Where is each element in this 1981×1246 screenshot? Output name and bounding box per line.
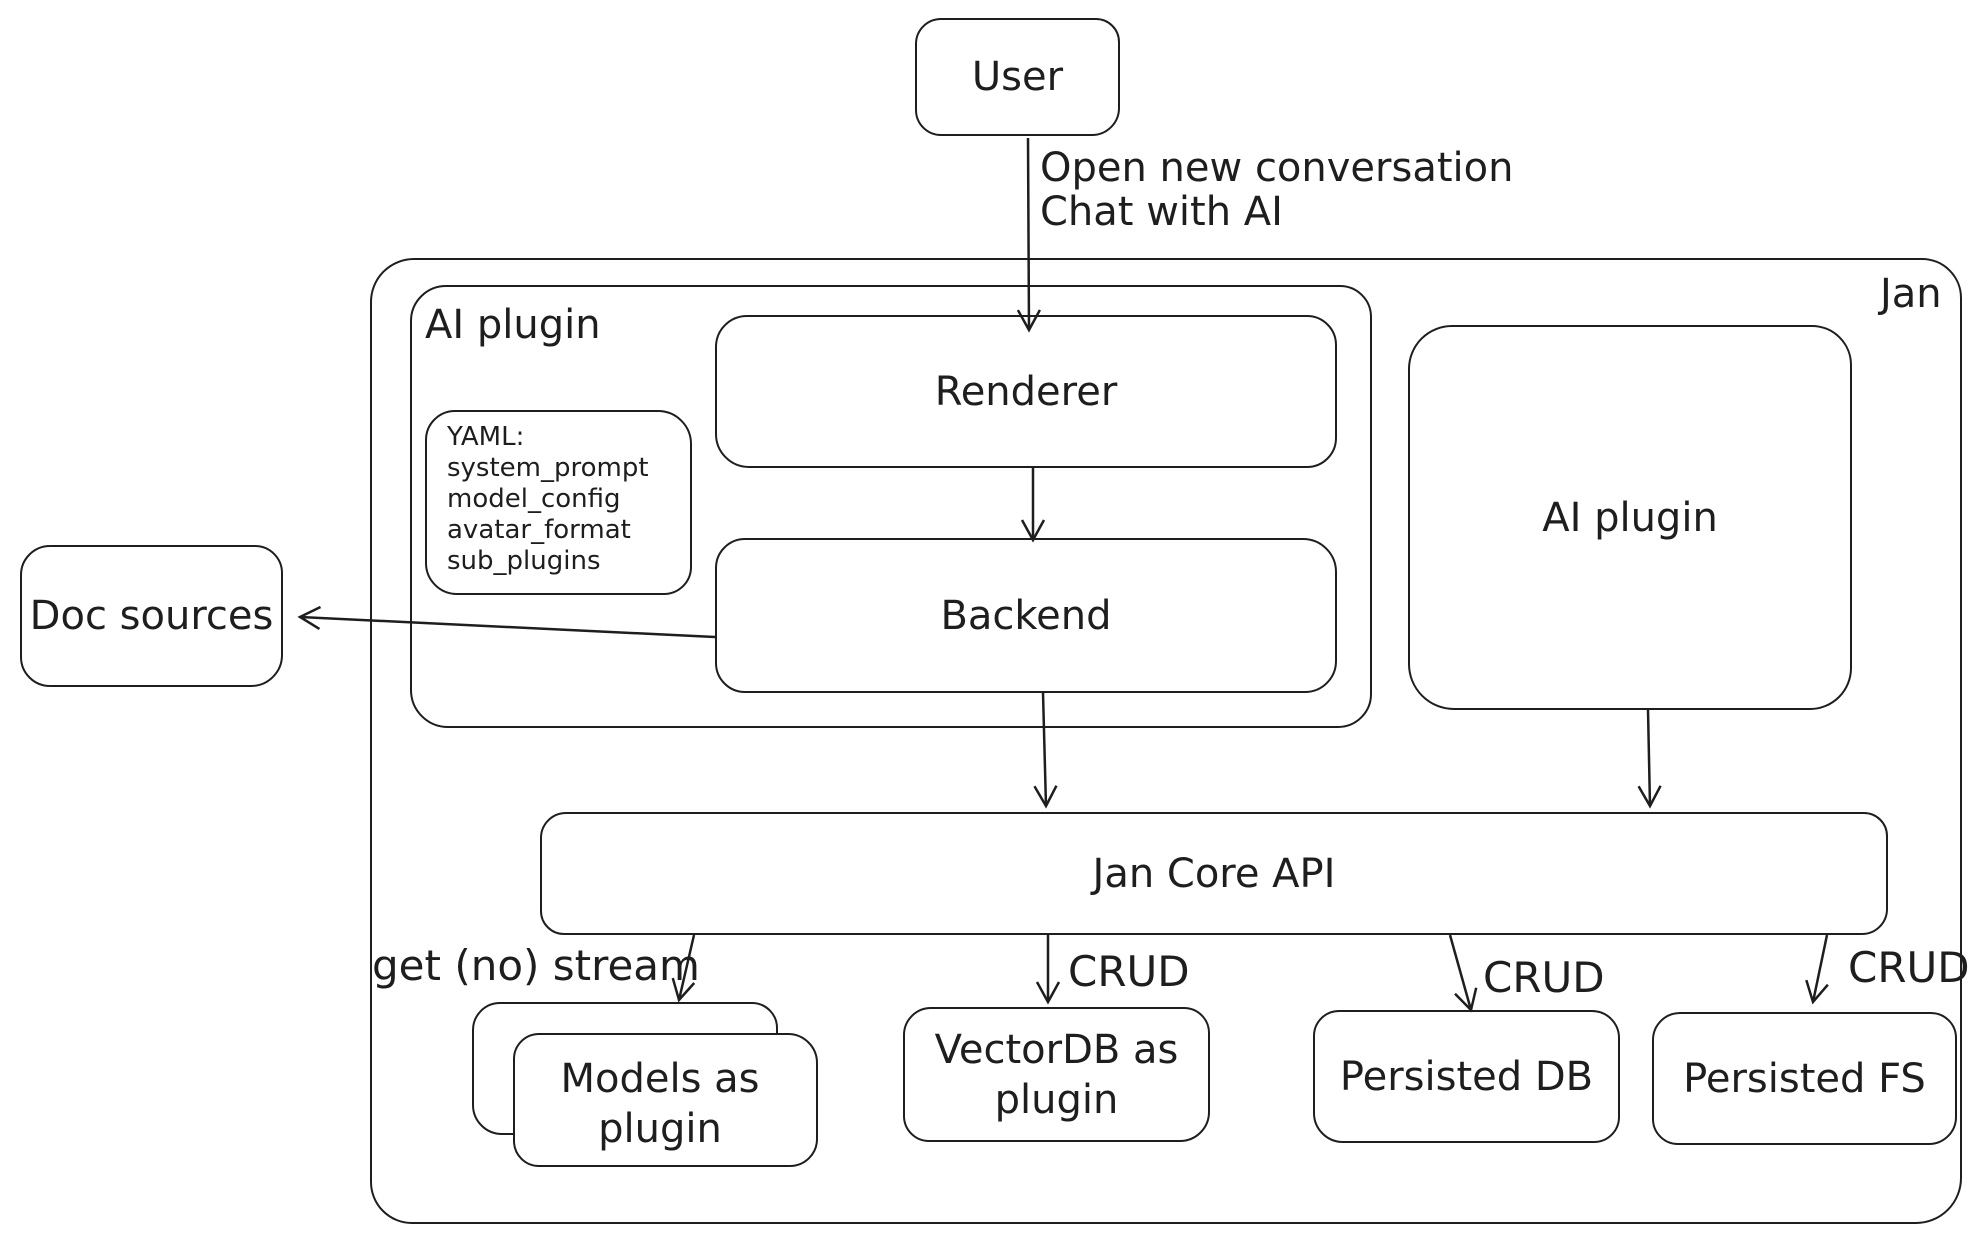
- ai-plugin-container-label: AI plugin: [425, 302, 601, 348]
- edge-label-user-renderer: Open new conversation Chat with AI: [1040, 146, 1513, 234]
- vectordb-plugin-label: VectorDB as plugin: [935, 1025, 1179, 1125]
- yaml-note-line: YAML:: [447, 422, 525, 452]
- doc-sources-node-label: Doc sources: [29, 593, 274, 639]
- user-node-label: User: [971, 54, 1064, 100]
- models-plugin-label-line1: Models as: [560, 1055, 760, 1102]
- jan-container-label: Jan: [1880, 271, 1942, 317]
- persisted-fs-node: Persisted FS: [1652, 1012, 1957, 1145]
- renderer-node: Renderer: [715, 315, 1337, 468]
- persisted-db-node: Persisted DB: [1313, 1010, 1620, 1143]
- persisted-db-node-label: Persisted DB: [1339, 1053, 1594, 1100]
- edge-label-crud-persisted-fs: CRUD: [1848, 943, 1970, 992]
- edge-label-get-no-stream-text: get (no) stream: [372, 941, 700, 990]
- yaml-note: YAML: system_prompt model_config avatar_…: [425, 410, 692, 595]
- renderer-node-label: Renderer: [934, 368, 1118, 415]
- yaml-note-line: sub_plugins: [447, 546, 601, 576]
- jan-core-api-node-label: Jan Core API: [1092, 850, 1336, 897]
- models-plugin-label-line2: plugin: [598, 1105, 722, 1152]
- edge-label-crud-vectordb: CRUD: [1068, 947, 1190, 996]
- ai-plugin-right-node: AI plugin: [1408, 325, 1852, 710]
- jan-container: [370, 258, 1962, 1224]
- doc-sources-node: Doc sources: [20, 545, 283, 687]
- vectordb-plugin-label-line2: plugin: [994, 1076, 1119, 1123]
- ai-plugin-right-node-label: AI plugin: [1542, 494, 1718, 541]
- edge-label-chat-with-ai: Chat with AI: [1040, 189, 1283, 235]
- edge-label-crud-persisted-db: CRUD: [1483, 953, 1605, 1002]
- models-plugin-node: [513, 1033, 818, 1167]
- yaml-note-line: model_config: [447, 484, 621, 514]
- user-node: User: [915, 18, 1120, 136]
- backend-node-label: Backend: [940, 592, 1112, 639]
- yaml-note-line: system_prompt: [447, 453, 649, 483]
- jan-core-api-node: Jan Core API: [540, 812, 1888, 935]
- vectordb-plugin-label-line1: VectorDB as: [934, 1026, 1179, 1073]
- backend-node: Backend: [715, 538, 1337, 693]
- models-plugin-label: Models as plugin: [495, 1046, 825, 1161]
- yaml-note-line: avatar_format: [447, 515, 631, 545]
- persisted-fs-node-label: Persisted FS: [1683, 1055, 1926, 1102]
- edge-label-open-conversation: Open new conversation: [1040, 145, 1514, 191]
- ai-plugin-container: [410, 285, 1372, 728]
- vectordb-plugin-node: VectorDB as plugin: [903, 1007, 1210, 1142]
